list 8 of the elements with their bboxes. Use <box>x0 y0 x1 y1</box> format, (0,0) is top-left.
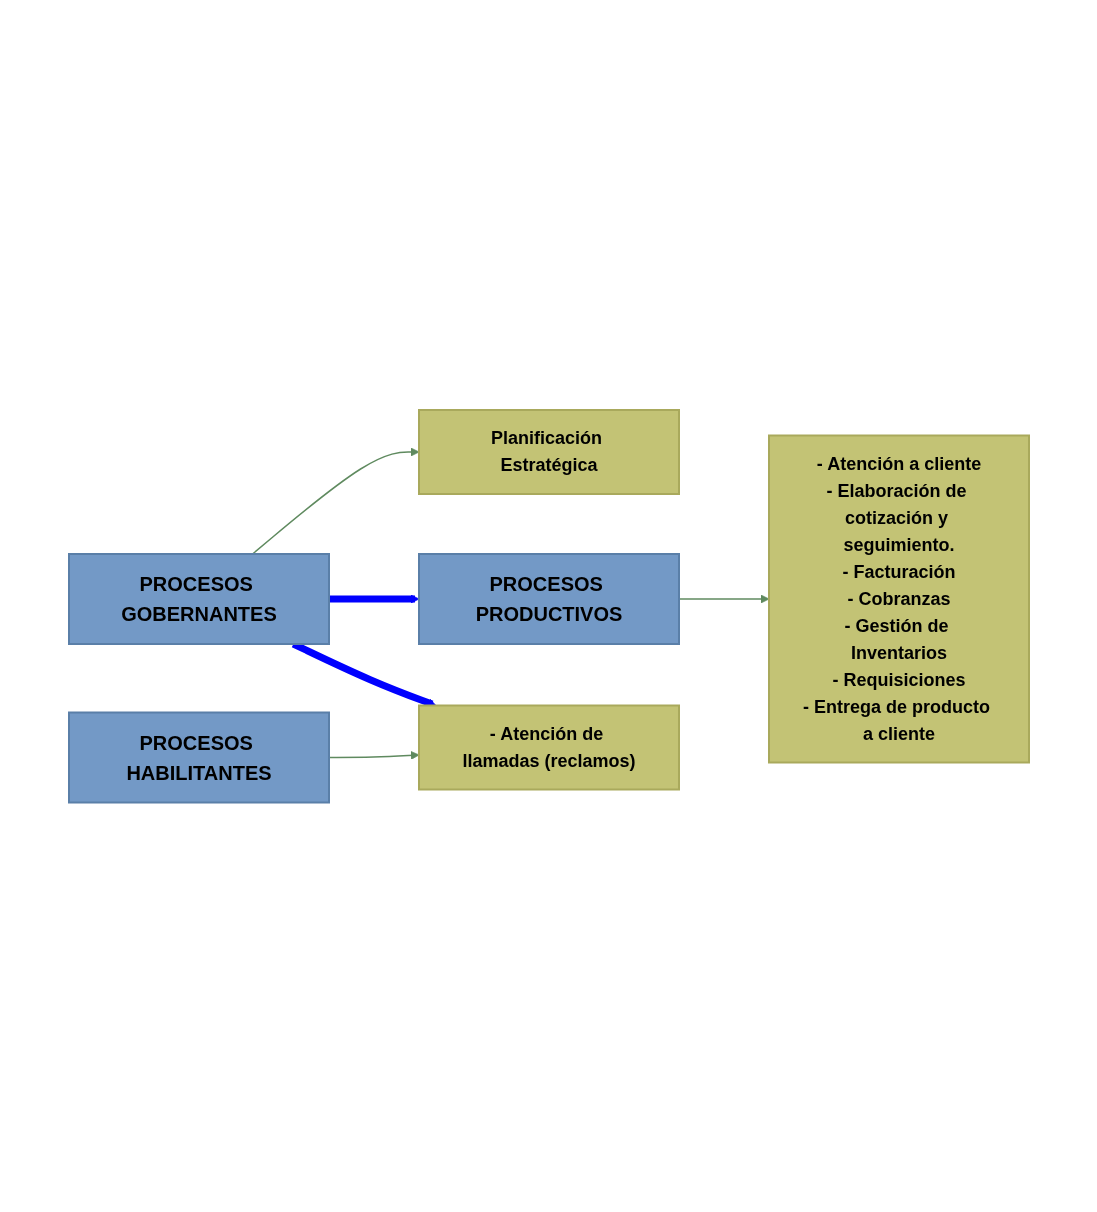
node-box: PROCESOS HABILITANTES <box>67 711 330 804</box>
node-box: Planificación Estratégica <box>417 408 680 495</box>
arrow <box>251 447 419 555</box>
node-box: PROCESOS PRODUCTIVOS <box>417 552 680 645</box>
arrow <box>328 594 419 604</box>
node-box: PROCESOS GOBERNANTES <box>67 552 330 645</box>
node-box: - Atención a cliente - Elaboración de cotización y seguimiento. - Facturación - Cobranzas - Gestión de Inventarios - Requisiciones - Entrega de producto a cliente <box>767 434 1030 764</box>
node-box: - Atención de llamadas (reclamos) <box>417 704 680 791</box>
